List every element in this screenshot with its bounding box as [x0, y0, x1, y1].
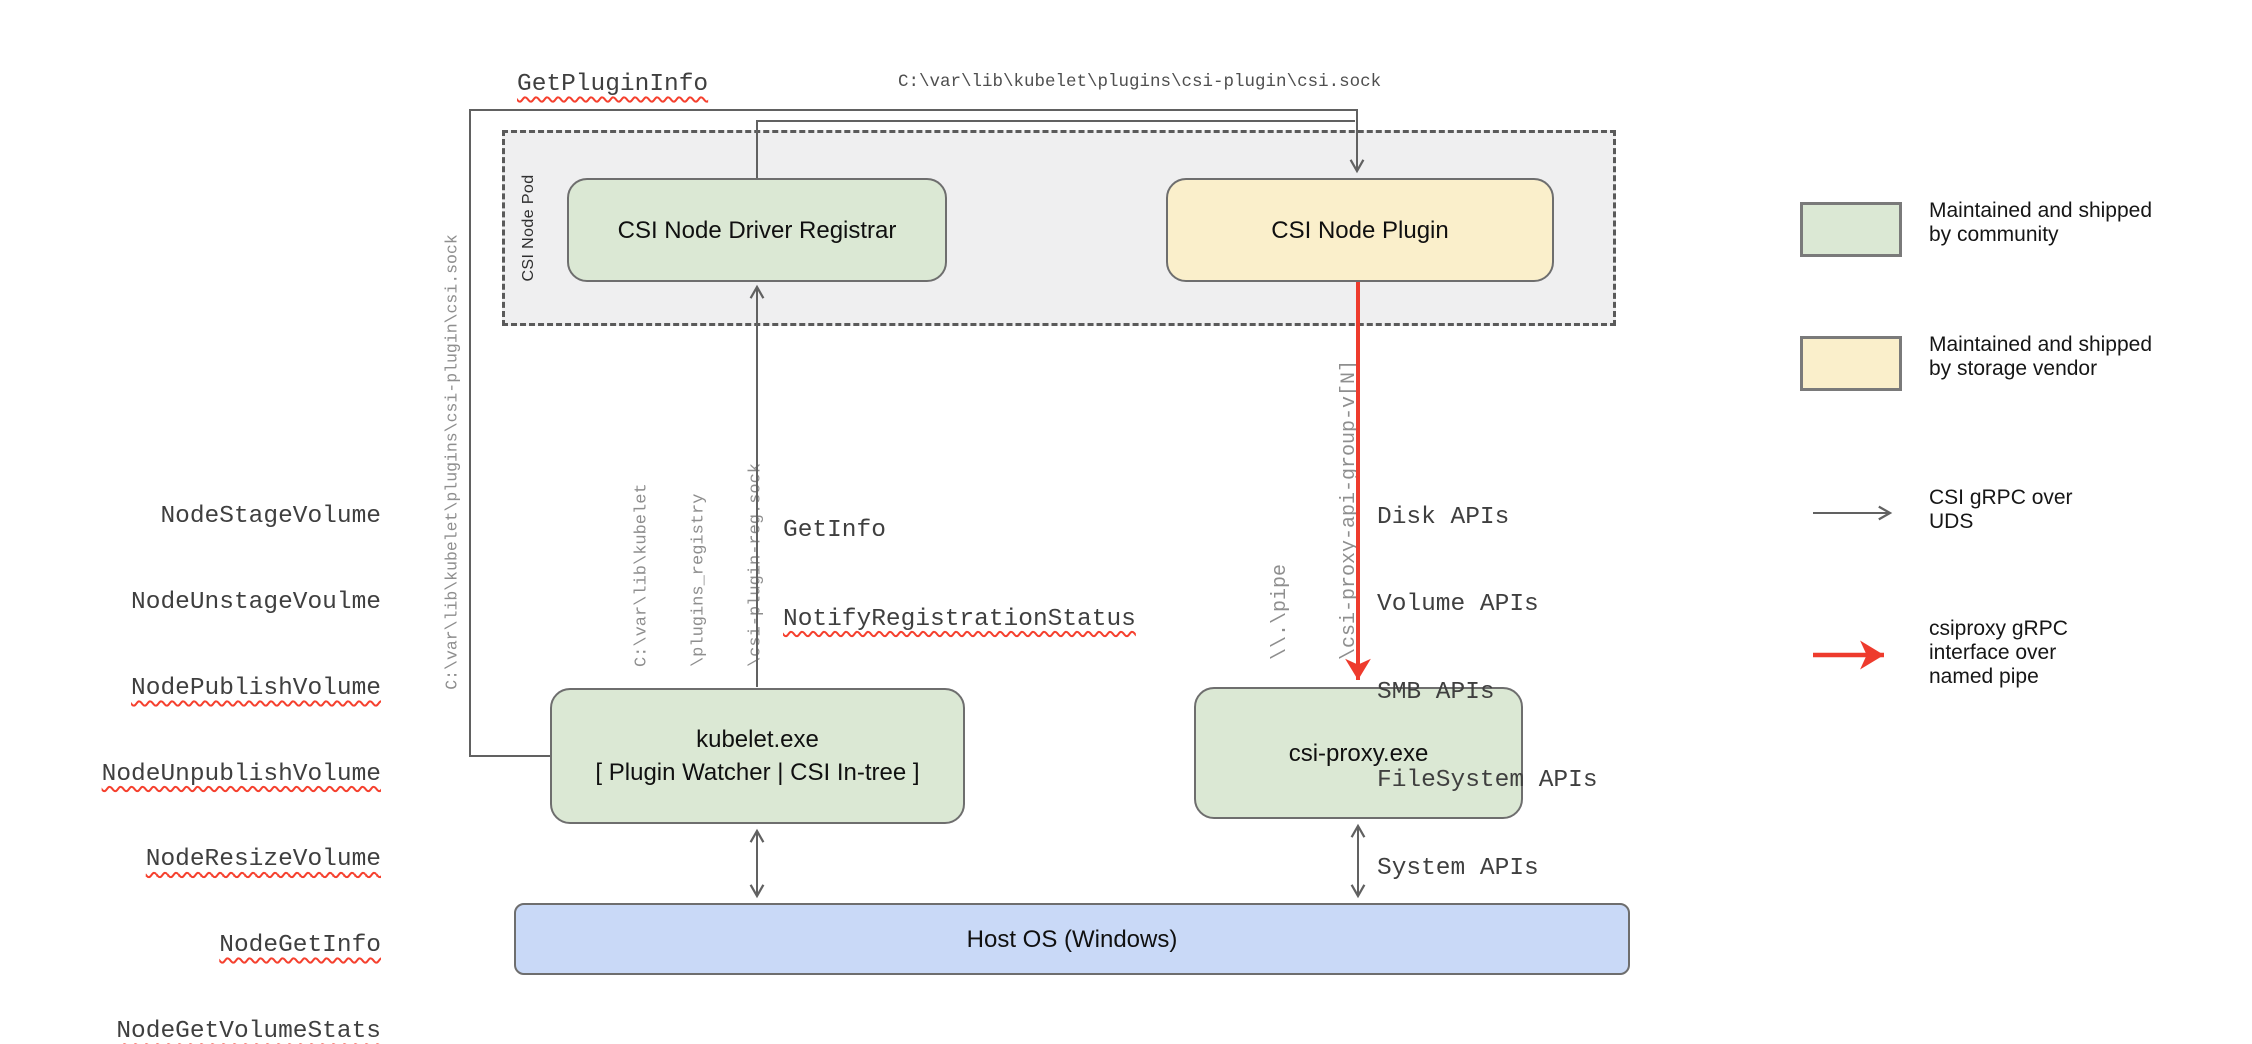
- legend-vendor-label: Maintained and shipped by storage vendor: [1929, 333, 2153, 380]
- api-group-item: System APIs: [1377, 855, 1539, 883]
- csi-node-plugin-box: CSI Node Plugin: [1166, 178, 1554, 282]
- node-method-item: NodeGetInfo: [219, 932, 381, 960]
- get-plugin-info-label: GetPluginInfo: [517, 71, 709, 98]
- kubelet-box: kubelet.exe [ Plugin Watcher | CSI In-tr…: [550, 688, 965, 824]
- node-method-item: NodeResizeVolume: [145, 846, 381, 874]
- legend-named-pipe-label: csiproxy gRPC interface over named pipe: [1929, 617, 2068, 688]
- proxy-api-groups-list: Disk APIs Volume APIs SMB APIs FileSyste…: [1377, 444, 1598, 942]
- registration-sock-path-label: C:\var\lib\kubelet \plugins_registry \cs…: [632, 462, 766, 668]
- notify-registration-status-label: NotifyRegistrationStatus: [783, 605, 1136, 633]
- registration-calls: GetInfo NotifyRegistrationStatus: [783, 457, 1136, 693]
- node-method-item: NodeUnpublishVolume: [101, 760, 381, 788]
- legend-community-swatch: [1800, 202, 1902, 257]
- legend-community-label: Maintained and shipped by community: [1929, 199, 2153, 246]
- legend-vendor-swatch: [1800, 336, 1902, 391]
- api-group-item: Volume APIs: [1377, 591, 1539, 619]
- node-methods-list: NodeStageVolume NodeUnstageVoulme NodePu…: [95, 446, 381, 1044]
- csi-sock-path-top-label: C:\var\lib\kubelet\plugins\csi-plugin\cs…: [898, 72, 1382, 92]
- node-method-item: NodeUnstageVoulme: [131, 588, 381, 616]
- get-info-label: GetInfo: [783, 517, 886, 544]
- csi-node-pod-label: CSI Node Pod: [520, 174, 537, 282]
- node-method-item: NodeStageVolume: [160, 503, 381, 531]
- api-group-item: Disk APIs: [1377, 503, 1510, 531]
- node-method-item: NodePublishVolume: [131, 674, 381, 702]
- csi-sock-path-left-label: C:\var\lib\kubelet\plugins\csi-plugin\cs…: [442, 234, 462, 690]
- api-group-item: SMB APIs: [1377, 679, 1495, 707]
- api-group-item: FileSystem APIs: [1377, 767, 1598, 795]
- csi-node-driver-registrar-box: CSI Node Driver Registrar: [567, 178, 947, 282]
- node-method-item: NodeGetVolumeStats: [116, 1017, 381, 1044]
- host-os-box: Host OS (Windows): [514, 903, 1630, 975]
- legend-uds-label: CSI gRPC over UDS: [1929, 486, 2073, 533]
